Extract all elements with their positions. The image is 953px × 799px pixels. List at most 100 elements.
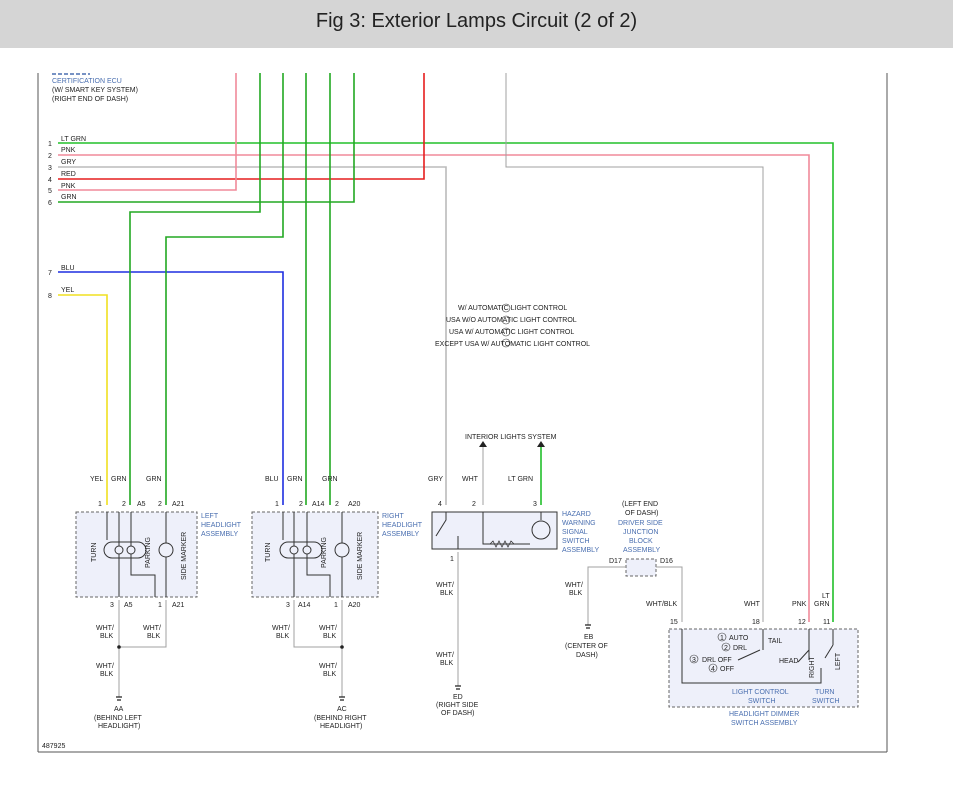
jb-wiring xyxy=(587,566,683,625)
dm-wire-pnk: PNK xyxy=(792,601,807,608)
rh-wb3a: WHT/ xyxy=(319,663,337,670)
dm-assembly-2: SWITCH ASSEMBLY xyxy=(731,720,798,727)
hz-label-2: WARNING xyxy=(562,520,596,527)
dm-n1: 1 xyxy=(720,635,724,642)
dm-pin-12: 12 xyxy=(798,619,806,626)
wire-gry xyxy=(58,166,447,505)
rh-ground-wiring xyxy=(293,600,343,697)
wire-grn-left-marker xyxy=(165,73,284,505)
lh-wb3b: BLK xyxy=(100,671,114,678)
dm-n4-circle xyxy=(708,663,718,673)
lh-parking: PARKING xyxy=(145,537,152,568)
hz-pin-4: 4 xyxy=(438,501,442,508)
lh-internal-wiring xyxy=(106,512,156,597)
bus-code-8: YEL xyxy=(61,287,74,294)
hz-pin-2: 2 xyxy=(472,501,476,508)
wire-wht-tail xyxy=(505,73,764,622)
hz-interior: INTERIOR LIGHTS SYSTEM xyxy=(465,434,557,441)
hz-resistor xyxy=(489,540,515,548)
lh-side-marker: SIDE MARKER xyxy=(181,532,188,580)
hz-ground-loc2: OF DASH) xyxy=(441,710,474,717)
bus-code-3: GRY xyxy=(61,159,76,166)
jb-ground-loc1: (CENTER OF xyxy=(565,643,608,650)
lh-pin-a5: A5 xyxy=(137,501,146,508)
jb-loc-2: OF DASH) xyxy=(625,510,658,517)
hazard-switch-assembly: INTERIOR LIGHTS SYSTEM GRY WHT LT GRN 4 … xyxy=(428,434,600,717)
rh-label-2: HEADLIGHT xyxy=(382,522,423,529)
lh-wb1b: BLK xyxy=(100,633,114,640)
wire-red xyxy=(58,73,425,180)
rh-label-3: ASSEMBLY xyxy=(382,531,420,538)
lh-ground-id: AA xyxy=(114,706,124,713)
hz-pin-1: 1 xyxy=(450,556,454,563)
dm-pin-15: 15 xyxy=(670,619,678,626)
bus-pin-1: 1 xyxy=(48,141,52,148)
note-marker-3 xyxy=(501,327,511,337)
lh-pin-a21: A21 xyxy=(172,501,185,508)
rh-wire-blu: BLU xyxy=(265,476,279,483)
bus-code-7: BLU xyxy=(61,265,75,272)
title-bar: Fig 3: Exterior Lamps Circuit (2 of 2) xyxy=(0,0,953,48)
hz-label-4: SWITCH xyxy=(562,538,590,545)
rh-pin-2b: 2 xyxy=(335,501,339,508)
hz-indicator xyxy=(531,520,551,540)
dm-n2-circle xyxy=(721,642,731,652)
dm-pin-18: 18 xyxy=(752,619,760,626)
rh-bpin-a14: A14 xyxy=(298,602,311,609)
dm-n3-circle xyxy=(689,654,699,664)
jb-wire-b: BLK xyxy=(569,590,583,597)
ecu-variant: (W/ SMART KEY SYSTEM) xyxy=(52,87,138,94)
rh-pin-2a: 2 xyxy=(299,501,303,508)
lh-ground-loc2: HEADLIGHT) xyxy=(98,723,140,730)
rh-bpin-1: 1 xyxy=(334,602,338,609)
note-1: W/ AUTOMATIC LIGHT CONTROL xyxy=(458,305,567,312)
rh-box xyxy=(251,511,379,598)
dm-wire-grn: GRN xyxy=(814,601,830,608)
lh-ground-icon xyxy=(116,696,122,701)
bus-wire-lines xyxy=(58,73,834,622)
bus-pin-5: 5 xyxy=(48,188,52,195)
hz-internal-wiring xyxy=(435,512,542,549)
note-3: USA W/ AUTOMATIC LIGHT CONTROL xyxy=(449,329,574,336)
rh-pin-a14: A14 xyxy=(312,501,325,508)
dm-ts-1: TURN xyxy=(815,689,834,696)
lh-wire-grn1: GRN xyxy=(111,476,127,483)
hz-wire-gry: GRY xyxy=(428,476,443,483)
page-title: Fig 3: Exterior Lamps Circuit (2 of 2) xyxy=(315,10,638,32)
dm-right: RIGHT xyxy=(809,656,816,679)
lh-pin-1: 1 xyxy=(98,501,102,508)
rh-wb1a: WHT/ xyxy=(272,625,290,632)
lh-pin-2a: 2 xyxy=(122,501,126,508)
lh-wb1a: WHT/ xyxy=(96,625,114,632)
hz-label-5: ASSEMBLY xyxy=(562,547,600,554)
rh-wb2a: WHT/ xyxy=(319,625,337,632)
dm-internal-wiring xyxy=(681,629,834,684)
lh-ground-loc1: (BEHIND LEFT xyxy=(94,715,143,722)
rh-internal-wiring xyxy=(282,512,331,597)
lh-splice xyxy=(117,645,121,649)
lh-bulb xyxy=(103,541,147,559)
wire-pnk-5 xyxy=(58,73,237,191)
jb-d17: D17 xyxy=(609,558,622,565)
lh-wire-yel: YEL xyxy=(90,476,103,483)
jb-wire-a: WHT/ xyxy=(565,582,583,589)
jb-name-4: ASSEMBLY xyxy=(623,547,661,554)
bus-pin-6: 6 xyxy=(48,200,52,207)
bus-pin-8: 8 xyxy=(48,293,52,300)
rh-ground-id: AC xyxy=(337,706,347,713)
rh-ground-loc1: (BEHIND RIGHT xyxy=(314,715,367,722)
lh-label-2: HEADLIGHT xyxy=(201,522,242,529)
jb-d16: D16 xyxy=(660,558,673,565)
note-marker-2 xyxy=(501,315,511,325)
hz-wire-wht: WHT xyxy=(462,476,479,483)
diagram-id: 487925 xyxy=(42,743,65,750)
rh-label-1: RIGHT xyxy=(382,513,405,520)
note-marker-4 xyxy=(501,338,511,348)
hz-wire-ltgrn: LT GRN xyxy=(508,476,533,483)
jb-box xyxy=(625,558,657,577)
lh-pin-2b: 2 xyxy=(158,501,162,508)
rh-parking: PARKING xyxy=(321,537,328,568)
hz-label-1: HAZARD xyxy=(562,511,591,518)
dm-lcs-2: SWITCH xyxy=(748,698,776,705)
